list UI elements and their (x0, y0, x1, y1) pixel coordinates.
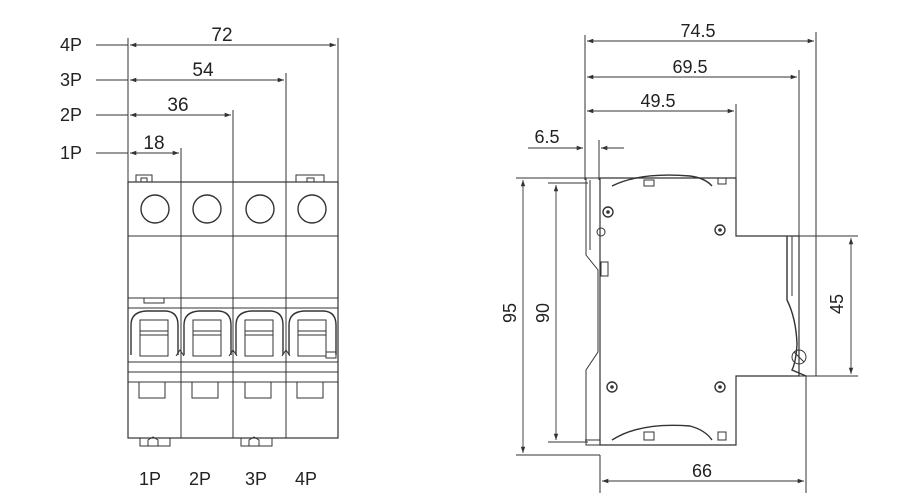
top-clip-1 (135, 174, 153, 182)
toggle-lever-4 (288, 310, 337, 357)
value-18: 18 (143, 133, 164, 154)
label-4p: 4P (60, 35, 82, 55)
value-6-5: 6.5 (534, 127, 559, 147)
side-toggle (786, 236, 807, 377)
breaker-side-body (585, 174, 807, 446)
front-view: 4P 3P 2P 1P 72 54 36 18 (60, 25, 339, 489)
value-66: 66 (692, 461, 712, 481)
bottom-label-3p: 3P (245, 469, 267, 489)
lower-slot-1 (138, 381, 166, 399)
pole-labels-left: 4P 3P 2P 1P (60, 35, 82, 163)
value-36: 36 (167, 95, 188, 116)
label-1p: 1P (60, 143, 82, 163)
value-49-5: 49.5 (640, 91, 675, 111)
value-95: 95 (500, 303, 520, 323)
label-3p: 3P (60, 70, 82, 90)
bottom-label-1p: 1P (139, 469, 161, 489)
value-54: 54 (192, 60, 214, 81)
terminal-hole-1 (140, 194, 170, 224)
side-view: 74.5 69.5 49.5 6.5 95 90 45 66 (500, 21, 858, 493)
bottom-label-4p: 4P (295, 469, 317, 489)
bottom-label-2p: 2P (189, 469, 211, 489)
lower-slot-4 (296, 381, 324, 399)
bottom-clip-1 (139, 438, 171, 447)
terminal-hole-2 (192, 194, 222, 224)
value-45: 45 (827, 294, 847, 314)
bottom-clip-3 (240, 438, 273, 447)
pole-labels-bottom: 1P 2P 3P 4P (139, 469, 317, 489)
lower-slot-2 (191, 381, 219, 399)
top-clip-4 (295, 174, 325, 182)
value-90: 90 (533, 303, 553, 323)
lower-slot-3 (244, 381, 272, 399)
toggle-lever-2 (183, 310, 232, 357)
breaker-front-body (127, 174, 339, 447)
toggle-lever-1 (130, 310, 179, 357)
value-74-5: 74.5 (680, 21, 715, 41)
toggle-lever-3 (235, 310, 284, 357)
terminal-hole-4 (297, 194, 327, 224)
value-69-5: 69.5 (672, 57, 707, 77)
label-2p: 2P (60, 105, 82, 125)
value-72: 72 (211, 25, 232, 46)
terminal-hole-3 (245, 194, 275, 224)
